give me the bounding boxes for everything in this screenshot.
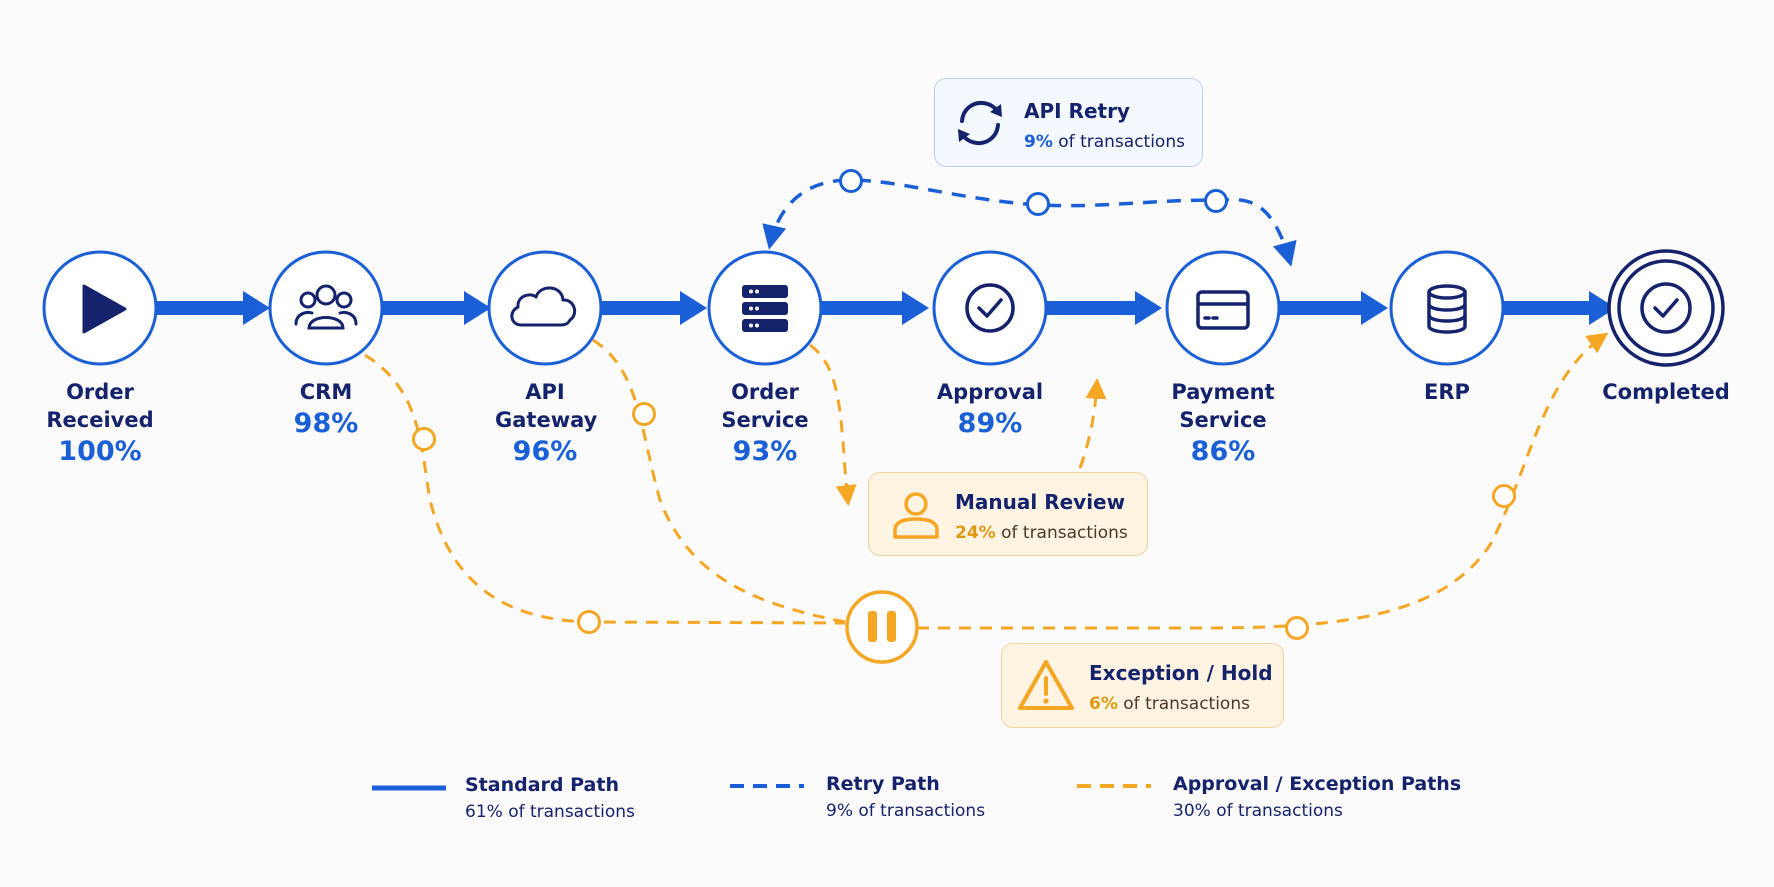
node-name: Order Service xyxy=(721,380,809,432)
node-label-approval: Approval 89% xyxy=(900,378,1080,438)
node-name: CRM xyxy=(299,380,353,404)
cloud-icon xyxy=(510,286,577,327)
node-erp xyxy=(1389,250,1505,366)
callout-subtitle: 24% of transactions xyxy=(955,523,1128,543)
standard-arrow xyxy=(155,291,270,325)
standard-arrow xyxy=(1044,291,1162,325)
callout-suffix: of transactions xyxy=(1058,132,1185,152)
node-payment-service xyxy=(1165,250,1281,366)
retry-path-waypoint xyxy=(1204,189,1228,213)
callout-percentage: 24% xyxy=(955,523,996,543)
node-completed xyxy=(1607,249,1725,367)
node-label-order-received: Order Received 100% xyxy=(10,378,190,466)
node-percentage: 93% xyxy=(732,436,798,467)
node-percentage: 98% xyxy=(293,408,359,439)
retry-path xyxy=(762,169,1297,267)
legend-title: Retry Path xyxy=(826,773,940,795)
standard-arrow xyxy=(818,291,929,325)
exception-path-waypoint xyxy=(412,427,436,451)
legend-item-exception: Approval / Exception Paths 30% of transa… xyxy=(1173,773,1461,821)
user-icon xyxy=(893,492,939,539)
callout-percentage: 6% xyxy=(1089,694,1118,714)
refresh-icon xyxy=(958,100,1002,146)
node-order-received xyxy=(42,250,158,366)
callout-title: Manual Review xyxy=(955,490,1126,514)
node-api-gateway xyxy=(487,250,603,366)
node-label-payment-service: Payment Service 86% xyxy=(1133,378,1313,466)
callout-manual-review: Manual Review 24% of transactions xyxy=(868,472,1148,556)
warning-icon xyxy=(1018,660,1074,710)
legend-line-retry xyxy=(730,784,804,788)
play-icon xyxy=(82,284,127,334)
retry-path-waypoint xyxy=(839,169,863,193)
node-percentage: 86% xyxy=(1190,436,1256,467)
node-name: API Gateway xyxy=(495,380,598,432)
callout-api-retry: API Retry 9% of transactions xyxy=(934,78,1203,167)
standard-arrow xyxy=(380,291,491,325)
callout-percentage: 9% xyxy=(1024,132,1053,152)
legend-line-exception xyxy=(1077,784,1151,788)
legend-item-standard: Standard Path 61% of transactions xyxy=(465,774,635,822)
standard-arrow xyxy=(1278,291,1388,325)
node-percentage: 100% xyxy=(58,436,142,467)
legend-title: Standard Path xyxy=(465,774,619,796)
callout-exception-hold: Exception / Hold 6% of transactions xyxy=(1001,643,1284,728)
legend-line-standard xyxy=(372,785,446,791)
callout-subtitle: 6% of transactions xyxy=(1089,694,1250,714)
standard-arrow xyxy=(597,291,707,325)
exception-path-waypoint xyxy=(1285,616,1309,640)
callout-title: API Retry xyxy=(1024,99,1130,123)
legend-title: Approval / Exception Paths xyxy=(1173,773,1462,795)
node-name: Completed xyxy=(1602,380,1730,404)
server-icon xyxy=(742,285,788,332)
node-order-service xyxy=(707,250,823,366)
node-label-order-service: Order Service 93% xyxy=(675,378,855,466)
users-icon xyxy=(294,284,358,330)
standard-path xyxy=(155,291,1616,325)
node-label-crm: CRM 98% xyxy=(236,378,416,438)
node-percentage: 96% xyxy=(512,436,578,467)
node-name: Approval xyxy=(936,380,1044,404)
legend-subtitle: 9% of transactions xyxy=(826,801,986,821)
callout-subtitle: 9% of transactions xyxy=(1024,132,1185,152)
node-label-completed: Completed xyxy=(1576,378,1756,406)
node-name: ERP xyxy=(1424,380,1470,404)
node-label-erp: ERP xyxy=(1357,378,1537,406)
standard-arrow xyxy=(1504,291,1616,325)
database-icon xyxy=(1427,284,1467,334)
node-crm xyxy=(268,250,384,366)
retry-path-waypoint xyxy=(1026,192,1050,216)
callout-suffix: of transactions xyxy=(1123,694,1250,714)
legend-item-retry: Retry Path 9% of transactions xyxy=(826,773,985,821)
callout-title: Exception / Hold xyxy=(1089,661,1273,685)
node-approval xyxy=(932,250,1048,366)
node-label-api-gateway: API Gateway 96% xyxy=(455,378,635,466)
credit-card-icon xyxy=(1196,290,1250,330)
node-name: Payment Service xyxy=(1171,380,1275,432)
legend-subtitle: 30% of transactions xyxy=(1173,801,1343,821)
exception-paths xyxy=(364,332,1609,640)
pause-icon xyxy=(868,611,896,642)
exception-path-waypoint xyxy=(577,610,601,634)
exception-path-waypoint xyxy=(632,402,656,426)
check-circle-icon xyxy=(965,283,1015,333)
check-circle-icon xyxy=(1640,282,1692,334)
legend-subtitle: 61% of transactions xyxy=(465,802,635,822)
node-name: Order Received xyxy=(46,380,154,432)
hold-node xyxy=(845,590,919,664)
node-percentage: 89% xyxy=(957,408,1023,439)
exception-path-waypoint xyxy=(1492,484,1516,508)
callout-suffix: of transactions xyxy=(1001,523,1128,543)
